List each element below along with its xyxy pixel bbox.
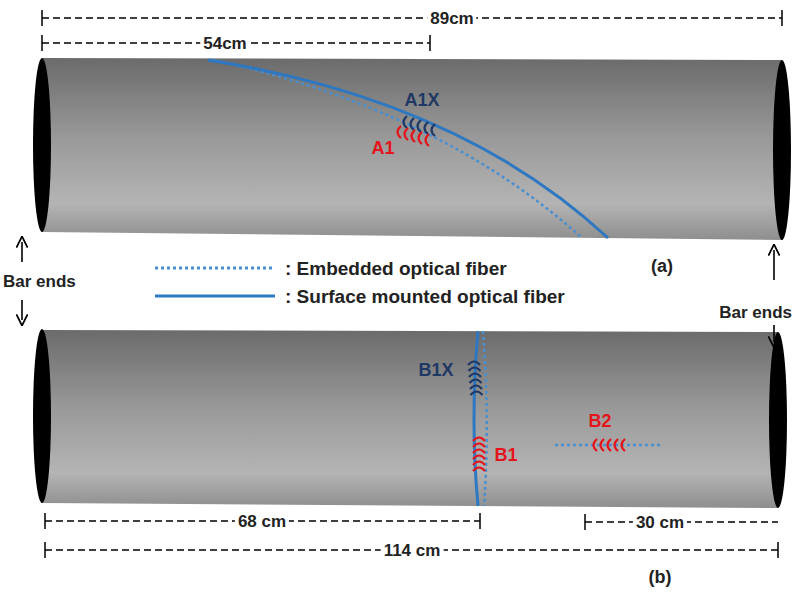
bar-a <box>33 58 791 240</box>
bar-b <box>33 329 787 508</box>
sensor-label: A1 <box>371 139 394 157</box>
dimension-label: 30 cm <box>633 514 687 531</box>
legend-samples <box>155 268 275 296</box>
dimension-label: 68 cm <box>235 513 289 530</box>
panel-label: (a) <box>651 257 673 275</box>
sensor-label: B1 <box>494 446 517 464</box>
bar-end-label: Bar ends <box>3 273 76 290</box>
sensor-label: B2 <box>588 412 611 430</box>
bar-end-arrows <box>22 242 774 342</box>
dimension-lines <box>42 10 782 558</box>
dimension-label: 89cm <box>427 10 476 27</box>
legend-text: : Embedded optical fiber <box>285 259 507 278</box>
sensor-label: B1X <box>418 361 453 379</box>
panel-label: (b) <box>649 568 672 586</box>
legend-text: : Surface mounted optical fiber <box>285 287 565 306</box>
dimension-label: 114 cm <box>381 542 444 559</box>
sensor-label: A1X <box>404 91 439 109</box>
dimension-label: 54cm <box>200 35 249 52</box>
bar-end-label: Bar ends <box>719 304 792 321</box>
